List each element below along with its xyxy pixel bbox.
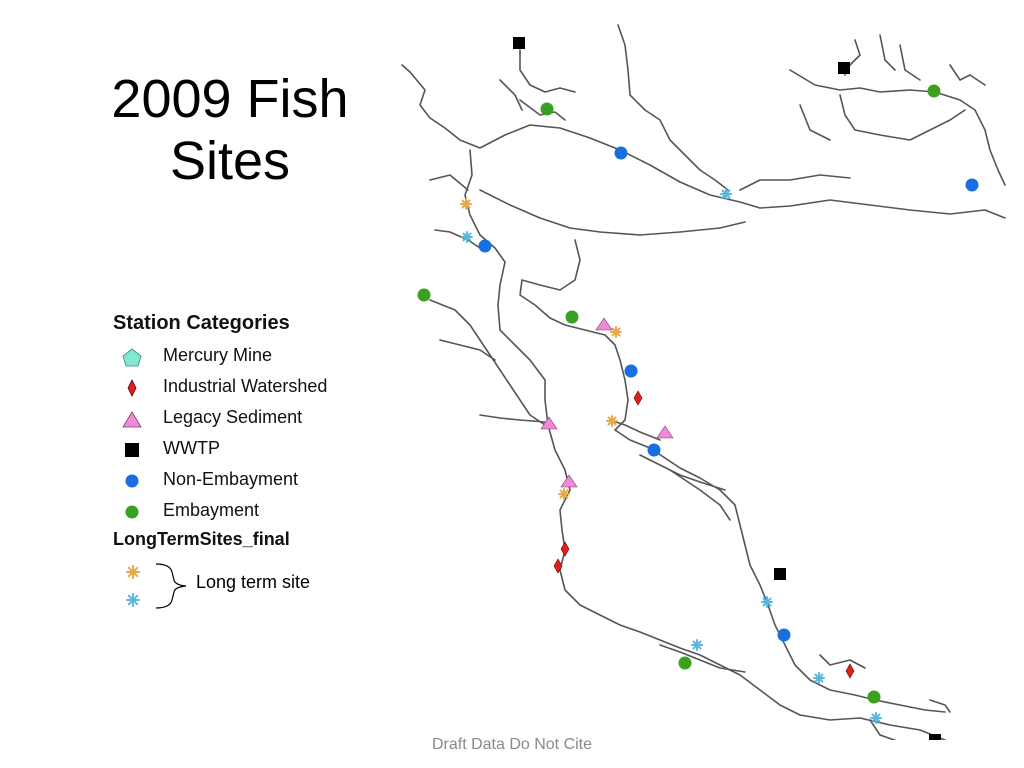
long-term-site-orange-icon <box>558 488 570 500</box>
legend-item-industrial-watershed: Industrial Watershed <box>108 372 378 403</box>
long-term-markers <box>460 188 882 724</box>
legend-item-label: Industrial Watershed <box>163 376 328 396</box>
square-icon <box>125 443 139 457</box>
legend-item-mercury-mine: Mercury Mine <box>108 341 378 372</box>
legend-item-label: Embayment <box>163 500 260 520</box>
bay-map <box>401 24 1006 740</box>
pentagon-icon <box>122 348 142 367</box>
site-marker-industrial-watershed <box>845 663 855 679</box>
long-term-site-blue-icon <box>870 712 882 724</box>
slide-title-line1: 2009 Fish <box>111 69 349 129</box>
site-marker-embayment <box>678 656 692 670</box>
asterisk-orange-icon <box>126 565 140 579</box>
map-legend: Station Categories Mercury Mine Industri… <box>108 312 378 614</box>
blue-circle-icon <box>125 474 139 488</box>
long-term-site-orange-icon <box>610 326 622 338</box>
site-marker-legacy-sediment <box>656 425 674 439</box>
site-marker-embayment <box>927 84 941 98</box>
site-marker-industrial-watershed <box>553 558 563 574</box>
shoreline <box>401 24 1006 740</box>
site-marker-wwtp <box>513 37 525 49</box>
site-marker-non-embayment <box>777 628 791 642</box>
site-marker-embayment <box>867 690 881 704</box>
long-term-legend-graphic <box>126 563 187 609</box>
triangle-icon <box>122 411 142 428</box>
site-marker-wwtp <box>838 62 850 74</box>
long-term-site-blue-icon <box>461 231 473 243</box>
site-markers <box>417 37 979 740</box>
site-marker-non-embayment <box>614 146 628 160</box>
legend-item-label: Non-Embayment <box>163 469 299 489</box>
site-marker-legacy-sediment <box>540 416 558 430</box>
site-marker-non-embayment <box>965 178 979 192</box>
site-marker-legacy-sediment <box>595 317 613 331</box>
long-term-site-blue-icon <box>813 672 825 684</box>
site-marker-non-embayment <box>478 239 492 253</box>
legend-item-non-embayment: Non-Embayment <box>108 465 378 496</box>
site-marker-wwtp <box>929 734 941 740</box>
long-term-site-orange-icon <box>606 415 618 427</box>
diamond-icon <box>127 379 137 397</box>
legend-heading: Station Categories <box>113 312 290 334</box>
footer-note: Draft Data Do Not Cite <box>431 736 593 753</box>
site-marker-embayment <box>540 102 554 116</box>
site-marker-embayment <box>417 288 431 302</box>
legend-item-wwtp: WWTP <box>108 434 378 465</box>
slide-title: 2009 Fish Sites <box>60 68 400 192</box>
long-term-site-blue-icon <box>720 188 732 200</box>
legend-item-embayment: Embayment <box>108 496 378 527</box>
brace-icon <box>155 563 187 609</box>
asterisk-blue-icon <box>126 593 140 607</box>
site-marker-non-embayment <box>647 443 661 457</box>
long-term-site-orange-icon <box>460 198 472 210</box>
long-term-site-blue-icon <box>691 639 703 651</box>
long-term-label: Long term site <box>196 572 311 592</box>
site-marker-non-embayment <box>624 364 638 378</box>
site-marker-wwtp <box>774 568 786 580</box>
legend-subheading: LongTermSites_final <box>113 529 290 549</box>
long-term-site-blue-icon <box>761 596 773 608</box>
slide-title-line2: Sites <box>169 131 291 191</box>
legend-long-term: Long term site <box>108 554 378 614</box>
legend-item-label: Mercury Mine <box>163 345 273 365</box>
green-circle-icon <box>125 505 139 519</box>
site-marker-embayment <box>565 310 579 324</box>
site-marker-industrial-watershed <box>633 390 643 406</box>
legend-item-label: WWTP <box>163 438 220 458</box>
site-marker-legacy-sediment <box>560 474 578 488</box>
legend-item-legacy-sediment: Legacy Sediment <box>108 403 378 434</box>
legend-item-label: Legacy Sediment <box>163 407 303 427</box>
site-marker-industrial-watershed <box>560 541 570 557</box>
